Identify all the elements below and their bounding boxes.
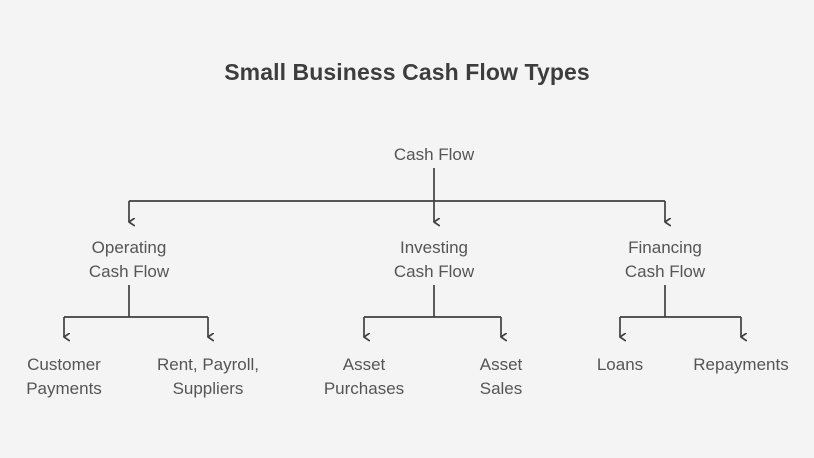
node-operating-cash-flow: Operating Cash Flow bbox=[88, 238, 170, 281]
node-rent-payroll-suppliers: Rent, Payroll, Suppliers bbox=[156, 355, 260, 398]
node-loans: Loans bbox=[596, 355, 644, 374]
node-cash-flow: Cash Flow bbox=[393, 145, 475, 164]
page-title: Small Business Cash Flow Types bbox=[224, 59, 590, 85]
node-customer-payments: Customer Payments bbox=[26, 355, 102, 398]
node-investing-cash-flow: Investing Cash Flow bbox=[393, 238, 475, 281]
node-financing-cash-flow: Financing Cash Flow bbox=[624, 238, 706, 281]
node-asset-purchases: Asset Purchases bbox=[323, 355, 405, 398]
node-repayments: Repayments bbox=[693, 355, 789, 374]
node-asset-sales: Asset Sales bbox=[479, 355, 523, 398]
